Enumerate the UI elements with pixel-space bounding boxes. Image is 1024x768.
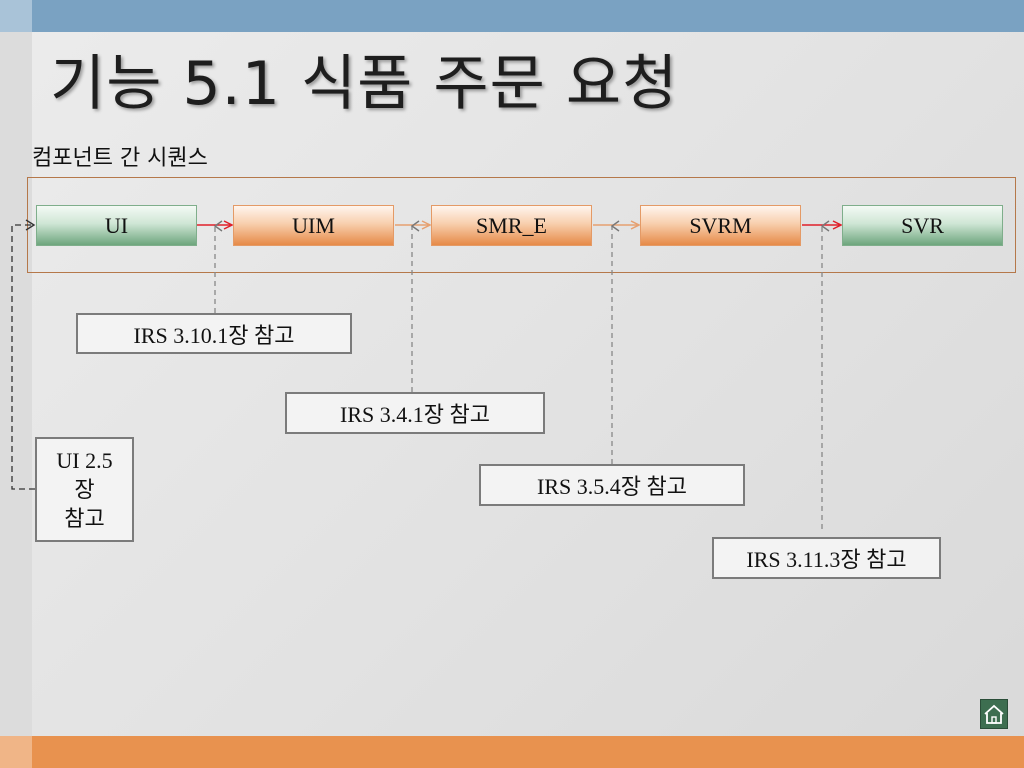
component-svrm: SVRM (640, 205, 801, 246)
component-smr-e-label: SMR_E (476, 212, 547, 238)
reference-box-svrm: IRS 3.5.4장 참고 (479, 464, 745, 506)
component-uim-label: UIM (292, 212, 335, 238)
reference-box-smr-e: IRS 3.4.1장 참고 (285, 392, 545, 434)
reference-text-svrm: IRS 3.5.4장 참고 (537, 474, 687, 499)
component-smr-e: SMR_E (431, 205, 592, 246)
reference-text-smr-e: IRS 3.4.1장 참고 (340, 402, 490, 427)
reference-box-uim: IRS 3.10.1장 참고 (76, 313, 352, 354)
component-uim: UIM (233, 205, 394, 246)
left-strip (0, 0, 32, 768)
reference-text-ui-line3: 참고 (64, 506, 105, 531)
bottom-accent-band (0, 736, 1024, 768)
top-band-corner (0, 0, 32, 32)
ref-connector-ui (11, 219, 36, 490)
reference-box-ui: UI 2.5 장 참고 (35, 437, 134, 542)
reference-box-svr: IRS 3.11.3장 참고 (712, 537, 941, 579)
component-ui: UI (36, 205, 197, 246)
component-svr-label: SVR (901, 212, 944, 238)
reference-text-ui-line1: UI 2.5 (56, 448, 113, 473)
component-ui-label: UI (104, 212, 129, 238)
home-button[interactable] (980, 699, 1008, 729)
component-svr: SVR (842, 205, 1003, 246)
top-accent-band (0, 0, 1024, 32)
bottom-band-corner (0, 736, 32, 768)
slide-title: 기능 5.1 식품 주문 요청 (50, 49, 679, 119)
slide-subtitle: 컴포넌트 간 시퀀스 (32, 146, 208, 171)
reference-text-uim: IRS 3.10.1장 참고 (133, 322, 295, 348)
reference-text-svr: IRS 3.11.3장 참고 (746, 547, 907, 572)
reference-text-ui-line2: 장 (74, 477, 95, 502)
home-icon (984, 704, 1004, 724)
component-svrm-label: SVRM (689, 212, 752, 238)
